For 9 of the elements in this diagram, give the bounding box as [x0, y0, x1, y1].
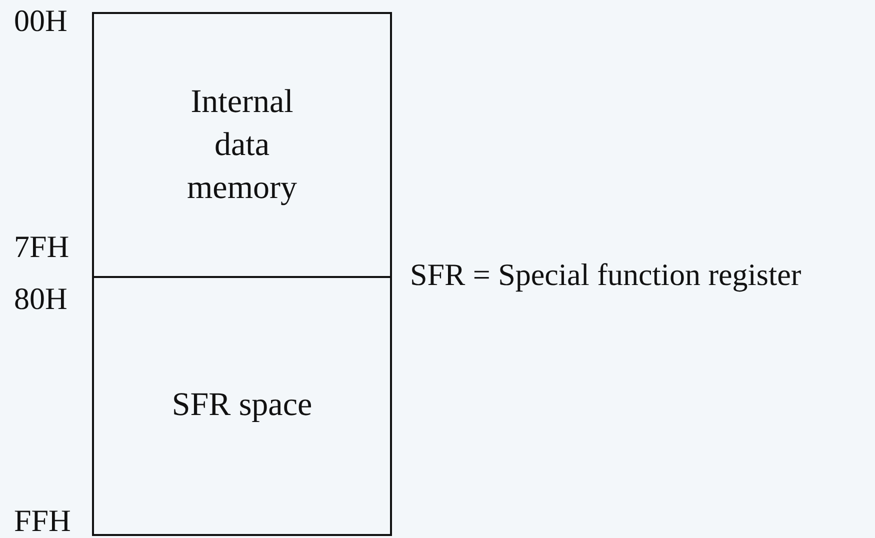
address-label: 00H	[14, 4, 68, 38]
region-label: SFR space	[170, 386, 314, 424]
address-label: 7FH	[14, 230, 70, 264]
note-text: SFR = Special function register	[410, 258, 802, 292]
memory-region	[92, 12, 392, 278]
region-label: Internal data memory	[186, 82, 298, 208]
memory-region	[92, 276, 392, 536]
address-label: FFH	[14, 504, 71, 538]
address-label: 80H	[14, 282, 68, 316]
